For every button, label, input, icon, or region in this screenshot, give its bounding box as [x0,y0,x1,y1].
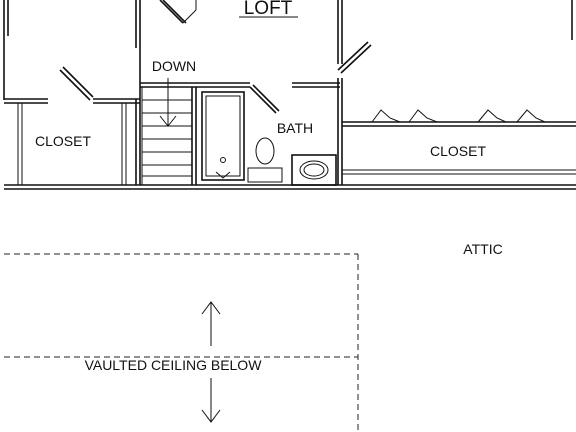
sink-vanity [291,154,337,186]
floor-plan-walls [3,0,576,190]
toilet-tank [247,167,283,183]
room-label-closet-left: CLOSET [35,133,91,149]
door-swings [59,0,546,123]
staircase [141,86,193,186]
vaulted-arrow-down [201,378,221,423]
room-label-loft: LOFT [244,0,293,19]
room-label-closet-right: CLOSET [430,143,486,159]
room-label-bath: BATH [277,120,313,136]
bathtub [201,91,245,181]
toilet [255,137,275,165]
stair-down-arrow [159,78,177,127]
room-label-attic: ATTIC [463,241,502,257]
area-label-vaulted-ceiling: VAULTED CEILING BELOW [85,357,263,373]
vaulted-arrow-up [201,301,221,346]
vaulted-ceiling-outline [4,253,359,432]
stair-label-down: DOWN [152,58,196,74]
